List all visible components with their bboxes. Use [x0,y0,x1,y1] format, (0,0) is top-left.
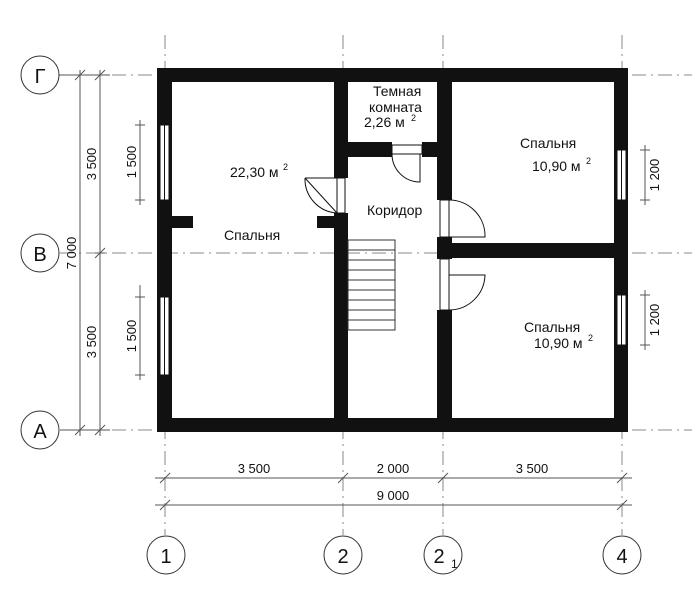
axis-label-2: 2 [337,546,348,568]
axis-marker-g [20,55,60,95]
room-labels: 22,30 м 2 Спальня Темная комната 2,26 м … [224,83,593,351]
svg-text:2: 2 [411,113,416,123]
dim-total-vertical: 7 000 [64,237,79,270]
dim-window-left-top: 1 500 [124,146,139,179]
dim-horizontal-total: 9 000 [377,488,410,503]
corridor-name: Коридор [367,202,423,218]
axis-label-g: Г [35,66,46,88]
axis-marker-v [20,233,60,273]
axis-label-a: А [33,421,47,443]
dimension-lines [60,69,650,511]
axis-label-4: 4 [616,546,627,568]
axis-marker-a [20,410,60,450]
dim-window-left-bottom: 1 500 [124,320,139,353]
axis-label-v: В [33,244,46,266]
bedroom-bottom-right-area: 10,90 м [534,335,583,351]
dim-window-right-top: 1 200 [647,159,662,192]
dim-horizontal-3: 3 500 [516,461,549,476]
dark-room-name-1: Темная [373,83,421,99]
dim-vertical-bottom: 3 500 [84,326,99,359]
dimension-labels: 7 000 3 500 3 500 1 500 1 500 1 200 1 20… [64,146,662,503]
dim-horizontal-1: 3 500 [238,461,271,476]
dark-room-name-2: комната [369,99,422,115]
stairs [347,239,396,331]
bedroom-top-right-name: Спальня [520,135,576,151]
dark-room-area: 2,26 м [364,114,405,130]
bedroom-bottom-right-name: Спальня [524,319,580,335]
axis-label-2-1-subscript: 1 [451,557,458,571]
bedroom-top-right-area: 10,90 м [532,158,581,174]
windows [159,124,627,376]
dim-vertical-top: 3 500 [84,148,99,181]
dim-window-right-bottom: 1 200 [647,304,662,337]
bedroom-large-name: Спальня [224,227,280,243]
column-axis-markers: 1 2 2 1 4 [146,535,642,575]
dim-horizontal-2: 2 000 [377,461,410,476]
axis-label-1: 1 [160,546,171,568]
axis-label-2-1: 2 [433,546,444,568]
svg-text:2: 2 [283,162,288,172]
svg-text:2: 2 [586,156,591,166]
svg-text:2: 2 [588,333,593,343]
doors [304,144,486,311]
row-axis-markers: Г В А [20,55,80,450]
bedroom-large-area: 22,30 м [230,164,279,180]
